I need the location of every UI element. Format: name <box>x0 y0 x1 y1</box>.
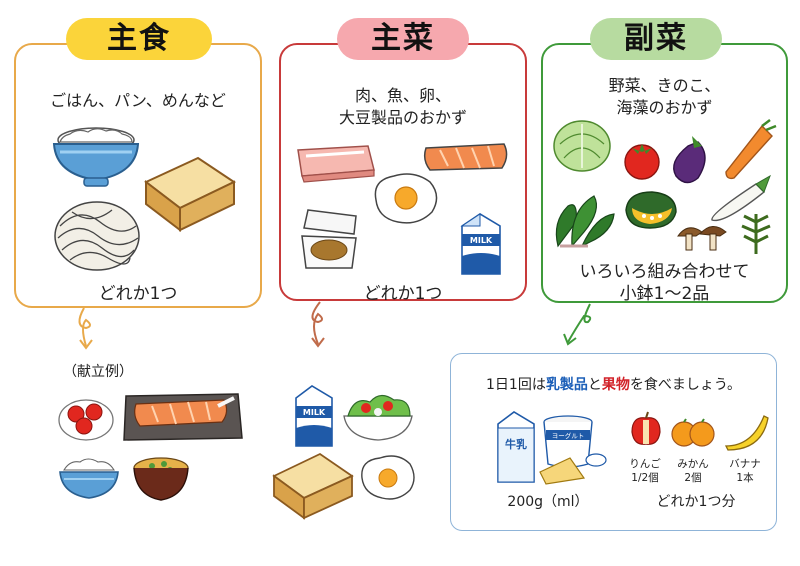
rice-bowl-illustration <box>52 127 140 187</box>
yogurt-label: ヨーグルト <box>552 431 585 440</box>
mushroom-illustration <box>677 226 727 251</box>
dairy-fruit-heading-dairy: 乳製品 <box>545 377 588 393</box>
tomato-illustration <box>624 144 660 180</box>
example-salad-illustration <box>343 394 413 441</box>
salmon-illustration <box>423 143 508 171</box>
apple-amount: 1/2個 <box>631 472 659 484</box>
example-meal-label: （献立例） <box>63 364 133 380</box>
banana-illustration <box>724 415 769 451</box>
side-dish-down-arrow <box>563 303 592 346</box>
mikan-illustration <box>671 418 715 447</box>
noodles-illustration <box>54 201 140 271</box>
gyunyu-label: 牛乳 <box>505 437 527 451</box>
daikon-illustration <box>711 174 771 222</box>
mikan-label: みかん <box>677 458 709 470</box>
dairy-fruit-heading-post: を食べましょう。 <box>629 377 741 393</box>
example-fried-egg-illustration <box>361 455 415 500</box>
bread-illustration <box>144 156 237 233</box>
banana-label: バナナ <box>729 458 761 470</box>
fried-egg-illustration <box>374 173 438 224</box>
milk-label: MILK <box>470 236 493 245</box>
side-dish-title: 副菜 <box>590 18 722 60</box>
dairy-fruit-heading-mid: と <box>587 377 602 393</box>
example-tomato-dish-illustration <box>58 399 114 441</box>
apple-label: りんご <box>629 458 661 470</box>
main-dish-pick-text: どれか1つ <box>363 284 443 304</box>
example-milk-carton-illustration: MILK <box>295 385 333 447</box>
cabbage-illustration <box>553 120 611 172</box>
apple-illustration <box>631 411 661 445</box>
staple-description: ごはん、パン、めんなど <box>50 91 226 110</box>
example-miso-soup-illustration <box>133 457 189 501</box>
dairy-fruit-heading: 1日1回は乳製品と果物を食べましょう。 <box>451 374 776 394</box>
mikan-amount: 2個 <box>684 472 702 484</box>
gyunyu-carton-illustration: 牛乳 <box>497 411 535 483</box>
example-bread-illustration <box>272 452 354 520</box>
example-rice-bowl-illustration <box>59 458 119 499</box>
natto-illustration <box>301 209 357 269</box>
staple-pick-text: どれか1つ <box>98 284 178 304</box>
fruit-pick-text: どれか1つ分 <box>656 494 736 510</box>
main-dish-title: 主菜 <box>337 18 469 60</box>
example-salmon-plate-illustration <box>123 393 243 441</box>
side-dish-pick-line1: いろいろ組み合わせて <box>579 262 750 282</box>
main-dish-down-arrow <box>311 301 325 348</box>
example-milk-label: MILK <box>303 408 326 417</box>
meat-illustration <box>297 145 375 183</box>
staple-down-arrow <box>78 307 93 350</box>
yogurt-illustration: ヨーグルト <box>539 415 607 485</box>
side-dish-description-line2: 海藻のおかず <box>616 98 713 117</box>
dairy-fruit-heading-pre: 1日1回は <box>486 377 546 393</box>
dairy-fruit-heading-fruit: 果物 <box>601 377 630 393</box>
side-dish-panel <box>541 43 788 303</box>
milk-carton-illustration: MILK <box>460 213 501 275</box>
side-dish-pick-line2: 小鉢1～2品 <box>619 284 710 304</box>
banana-amount: 1本 <box>736 472 754 484</box>
side-dish-description-line1: 野菜、きのこ、 <box>608 76 721 95</box>
seaweed-illustration <box>741 214 771 254</box>
dairy-amount: 200g（ml） <box>507 494 589 510</box>
main-dish-description-line2: 大豆製品のおかず <box>338 108 467 127</box>
eggplant-illustration <box>673 136 706 184</box>
staple-title: 主食 <box>66 18 212 60</box>
spinach-illustration <box>555 195 615 248</box>
carrot-illustration <box>725 119 777 180</box>
main-dish-description-line1: 肉、魚、卵、 <box>354 86 451 105</box>
pumpkin-illustration <box>625 191 677 229</box>
